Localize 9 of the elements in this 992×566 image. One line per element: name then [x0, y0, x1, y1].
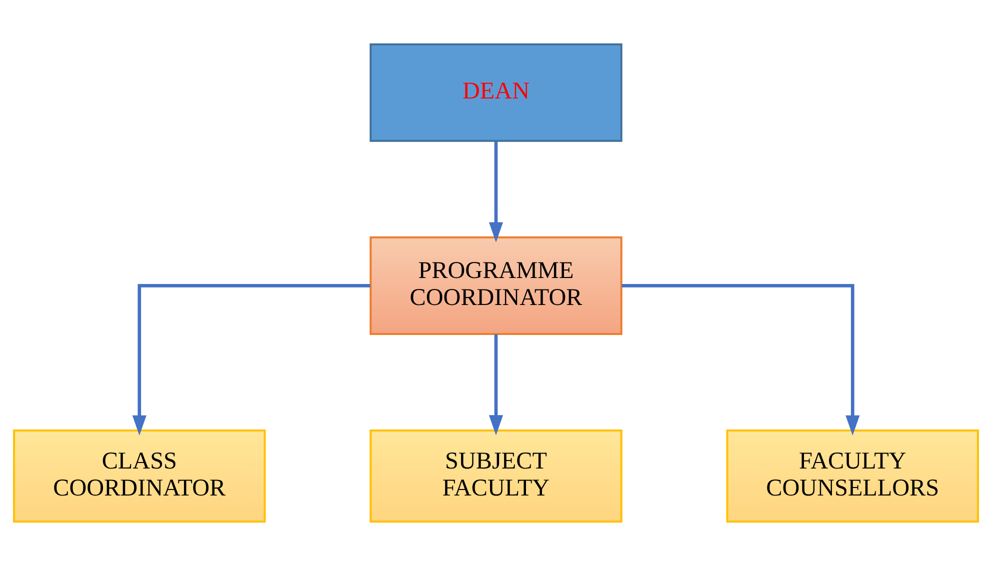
- node-box: PROGRAMME COORDINATOR: [370, 236, 622, 335]
- arrow: [488, 141, 504, 242]
- arrow: [622, 284, 860, 436]
- node-box: DEAN: [370, 43, 622, 142]
- node-box: SUBJECT FACULTY: [370, 429, 622, 523]
- arrow: [488, 334, 504, 436]
- arrow: [132, 284, 370, 436]
- node-box: FACULTY COUNSELLORS: [726, 429, 979, 523]
- node-box: CLASS COORDINATOR: [13, 429, 266, 523]
